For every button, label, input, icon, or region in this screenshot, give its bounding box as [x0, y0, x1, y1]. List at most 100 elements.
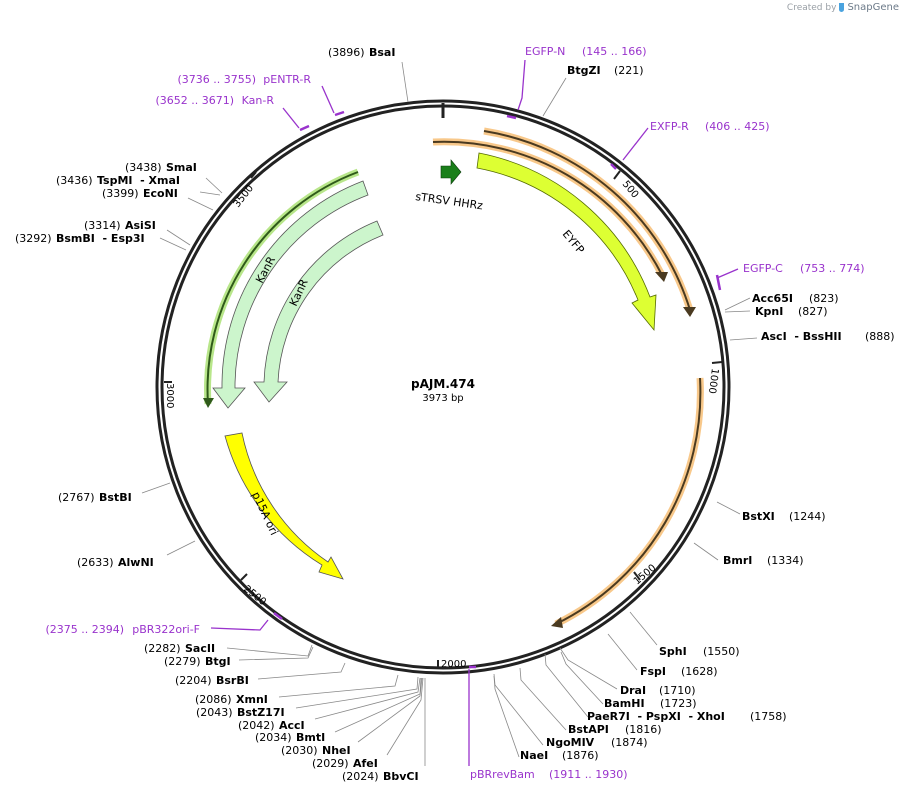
feature-label-strsv: sTRSV HHRz	[415, 190, 484, 212]
site-btgi[interactable]: (2279) BtgI	[164, 655, 231, 668]
svg-text:(3438): (3438)	[125, 161, 162, 174]
svg-text:(2042): (2042)	[238, 719, 275, 732]
site-labels-right: BtgZI(221) Acc65I (823) KpnI(827) AscI - …	[520, 64, 895, 762]
site-smai[interactable]: (3438)SmaI	[125, 161, 197, 174]
site-nhei[interactable]: (2030)NheI	[281, 744, 351, 757]
tick-2500: 2500	[241, 584, 268, 608]
site-fspi[interactable]: FspI(1628)	[640, 665, 718, 678]
site-asci-bsshii[interactable]: AscI - BssHII(888)	[761, 330, 895, 343]
site-bsai[interactable]: (3896)BsaI	[328, 46, 395, 59]
svg-text:PaeR7I - PspXI - XhoI: PaeR7I - PspXI - XhoI	[587, 710, 725, 723]
svg-text:(2024): (2024)	[342, 770, 379, 783]
site-acci[interactable]: (2042) AccI	[238, 719, 305, 732]
site-paer7i-pspxi-xhoi[interactable]: PaeR7I - PspXI - XhoI(1758)	[587, 710, 787, 723]
site-tspmi-xmai[interactable]: (3436) TspMI - XmaI	[56, 174, 180, 187]
svg-text:(1876): (1876)	[562, 749, 599, 762]
svg-text:(1334): (1334)	[767, 554, 804, 567]
svg-text:Acc65I: Acc65I	[752, 292, 793, 305]
svg-text:(1710): (1710)	[659, 684, 696, 697]
svg-text:pBRrevBam: pBRrevBam	[470, 768, 535, 781]
svg-text:pBR322ori-F: pBR322ori-F	[132, 623, 200, 636]
site-alwni[interactable]: (2633) AlwNI	[77, 556, 154, 569]
svg-text:(827): (827)	[798, 305, 828, 318]
svg-text:AlwNI: AlwNI	[118, 556, 154, 569]
site-sacii[interactable]: (2282) SacII	[144, 642, 215, 655]
svg-text:FspI: FspI	[640, 665, 666, 678]
snapgene-logo-icon	[839, 3, 845, 12]
strsv-hhrz-arrow-icon	[440, 159, 462, 185]
svg-text:BstBI: BstBI	[99, 491, 132, 504]
site-acc65i[interactable]: Acc65I (823)	[752, 292, 839, 305]
svg-text:BstZ17I: BstZ17I	[237, 706, 285, 719]
site-bbvci[interactable]: (2024) BbvCI	[342, 770, 419, 783]
site-sphi[interactable]: SphI(1550)	[659, 645, 740, 658]
svg-text:AfeI: AfeI	[353, 757, 378, 770]
primer-exfp-r[interactable]: EXFP-R(406 .. 425)	[650, 120, 770, 133]
plasmid-name: pAJM.474	[411, 377, 475, 391]
site-btgzi[interactable]: BtgZI(221)	[567, 64, 644, 77]
svg-text:(2043): (2043)	[196, 706, 233, 719]
svg-text:BstXI: BstXI	[742, 510, 775, 523]
svg-text:(1874): (1874)	[611, 736, 648, 749]
site-kpni[interactable]: KpnI(827)	[755, 305, 828, 318]
svg-text:(2375 .. 2394): (2375 .. 2394)	[45, 623, 124, 636]
site-bsrbi[interactable]: (2204)BsrBI	[175, 674, 249, 687]
feature-p15a-ori[interactable]: p15A ori	[224, 432, 344, 580]
site-afei[interactable]: (2029) AfeI	[312, 757, 378, 770]
svg-text:(3314): (3314)	[84, 219, 121, 232]
site-leaders	[141, 61, 758, 766]
site-bmti[interactable]: (2034) BmtI	[255, 731, 325, 744]
credit-prefix: Created by	[786, 2, 837, 13]
svg-text:(888): (888)	[865, 330, 895, 343]
svg-text:Kan-R: Kan-R	[242, 94, 275, 107]
svg-text:(2282): (2282)	[144, 642, 181, 655]
feature-strsv-hhrz[interactable]: sTRSV HHRz	[415, 159, 484, 212]
svg-text:AsiSI: AsiSI	[125, 219, 156, 232]
primer-egfp-n[interactable]: EGFP-N(145 .. 166)	[525, 45, 647, 58]
site-bstbi[interactable]: (2767)BstBI	[58, 491, 132, 504]
svg-text:(3399): (3399)	[102, 187, 139, 200]
svg-text:BmtI: BmtI	[296, 731, 325, 744]
site-drai[interactable]: DraI(1710)	[620, 684, 696, 697]
svg-text:EGFP-N: EGFP-N	[525, 45, 565, 58]
svg-text:(3436): (3436)	[56, 174, 93, 187]
svg-text:(823): (823)	[809, 292, 839, 305]
site-econi[interactable]: (3399) EcoNI	[102, 187, 178, 200]
primer-pbrrevbam[interactable]: pBRrevBam(1911 .. 1930)	[470, 768, 628, 781]
primer-egfp-c[interactable]: EGFP-C(753 .. 774)	[743, 262, 865, 275]
site-bstz17i[interactable]: (2043) BstZ17I	[196, 706, 285, 719]
svg-text:BbvCI: BbvCI	[383, 770, 419, 783]
site-bmri[interactable]: BmrI(1334)	[723, 554, 804, 567]
svg-text:SphI: SphI	[659, 645, 687, 658]
svg-text:pENTR-R: pENTR-R	[263, 73, 311, 86]
svg-text:SacII: SacII	[185, 642, 215, 655]
primer-kan-r[interactable]: Kan-R(3652 .. 3671)	[155, 94, 274, 107]
svg-text:BtgZI: BtgZI	[567, 64, 601, 77]
site-ngomiv[interactable]: NgoMIV(1874)	[546, 736, 648, 749]
svg-text:(3736 .. 3755): (3736 .. 3755)	[177, 73, 256, 86]
site-asisi[interactable]: (3314) AsiSI	[84, 219, 156, 232]
svg-text:(2029): (2029)	[312, 757, 349, 770]
site-xmni[interactable]: (2086)XmnI	[195, 693, 268, 706]
site-naei[interactable]: NaeI(1876)	[520, 749, 599, 762]
svg-text:AccI: AccI	[279, 719, 305, 732]
svg-text:(2633): (2633)	[77, 556, 114, 569]
site-bamhi[interactable]: BamHI(1723)	[604, 697, 697, 710]
svg-text:BsmBI - Esp3I: BsmBI - Esp3I	[56, 232, 145, 245]
primer-pbr322ori-f[interactable]: pBR322ori-F (2375 .. 2394)	[45, 623, 200, 636]
primer-pentr-r[interactable]: pENTR-R (3736 .. 3755)	[177, 73, 311, 86]
site-bsmbi-esp3i[interactable]: (3292)BsmBI - Esp3I	[15, 232, 145, 245]
svg-text:TspMI - XmaI: TspMI - XmaI	[97, 174, 180, 187]
site-bstapi[interactable]: BstAPI(1816)	[568, 723, 662, 736]
svg-text:(2279): (2279)	[164, 655, 201, 668]
svg-text:NheI: NheI	[322, 744, 351, 757]
svg-text:EcoNI: EcoNI	[143, 187, 178, 200]
backbone	[155, 99, 731, 675]
site-labels-left: (3896)BsaI (3438)SmaI (3436) TspMI - XmaI…	[15, 46, 419, 783]
svg-text:BtgI: BtgI	[205, 655, 231, 668]
site-bstxi[interactable]: BstXI(1244)	[742, 510, 826, 523]
tick-2000: 2000	[441, 659, 466, 670]
svg-text:(2086): (2086)	[195, 693, 232, 706]
tick-3000: 3000	[164, 383, 175, 408]
svg-text:(2034): (2034)	[255, 731, 292, 744]
